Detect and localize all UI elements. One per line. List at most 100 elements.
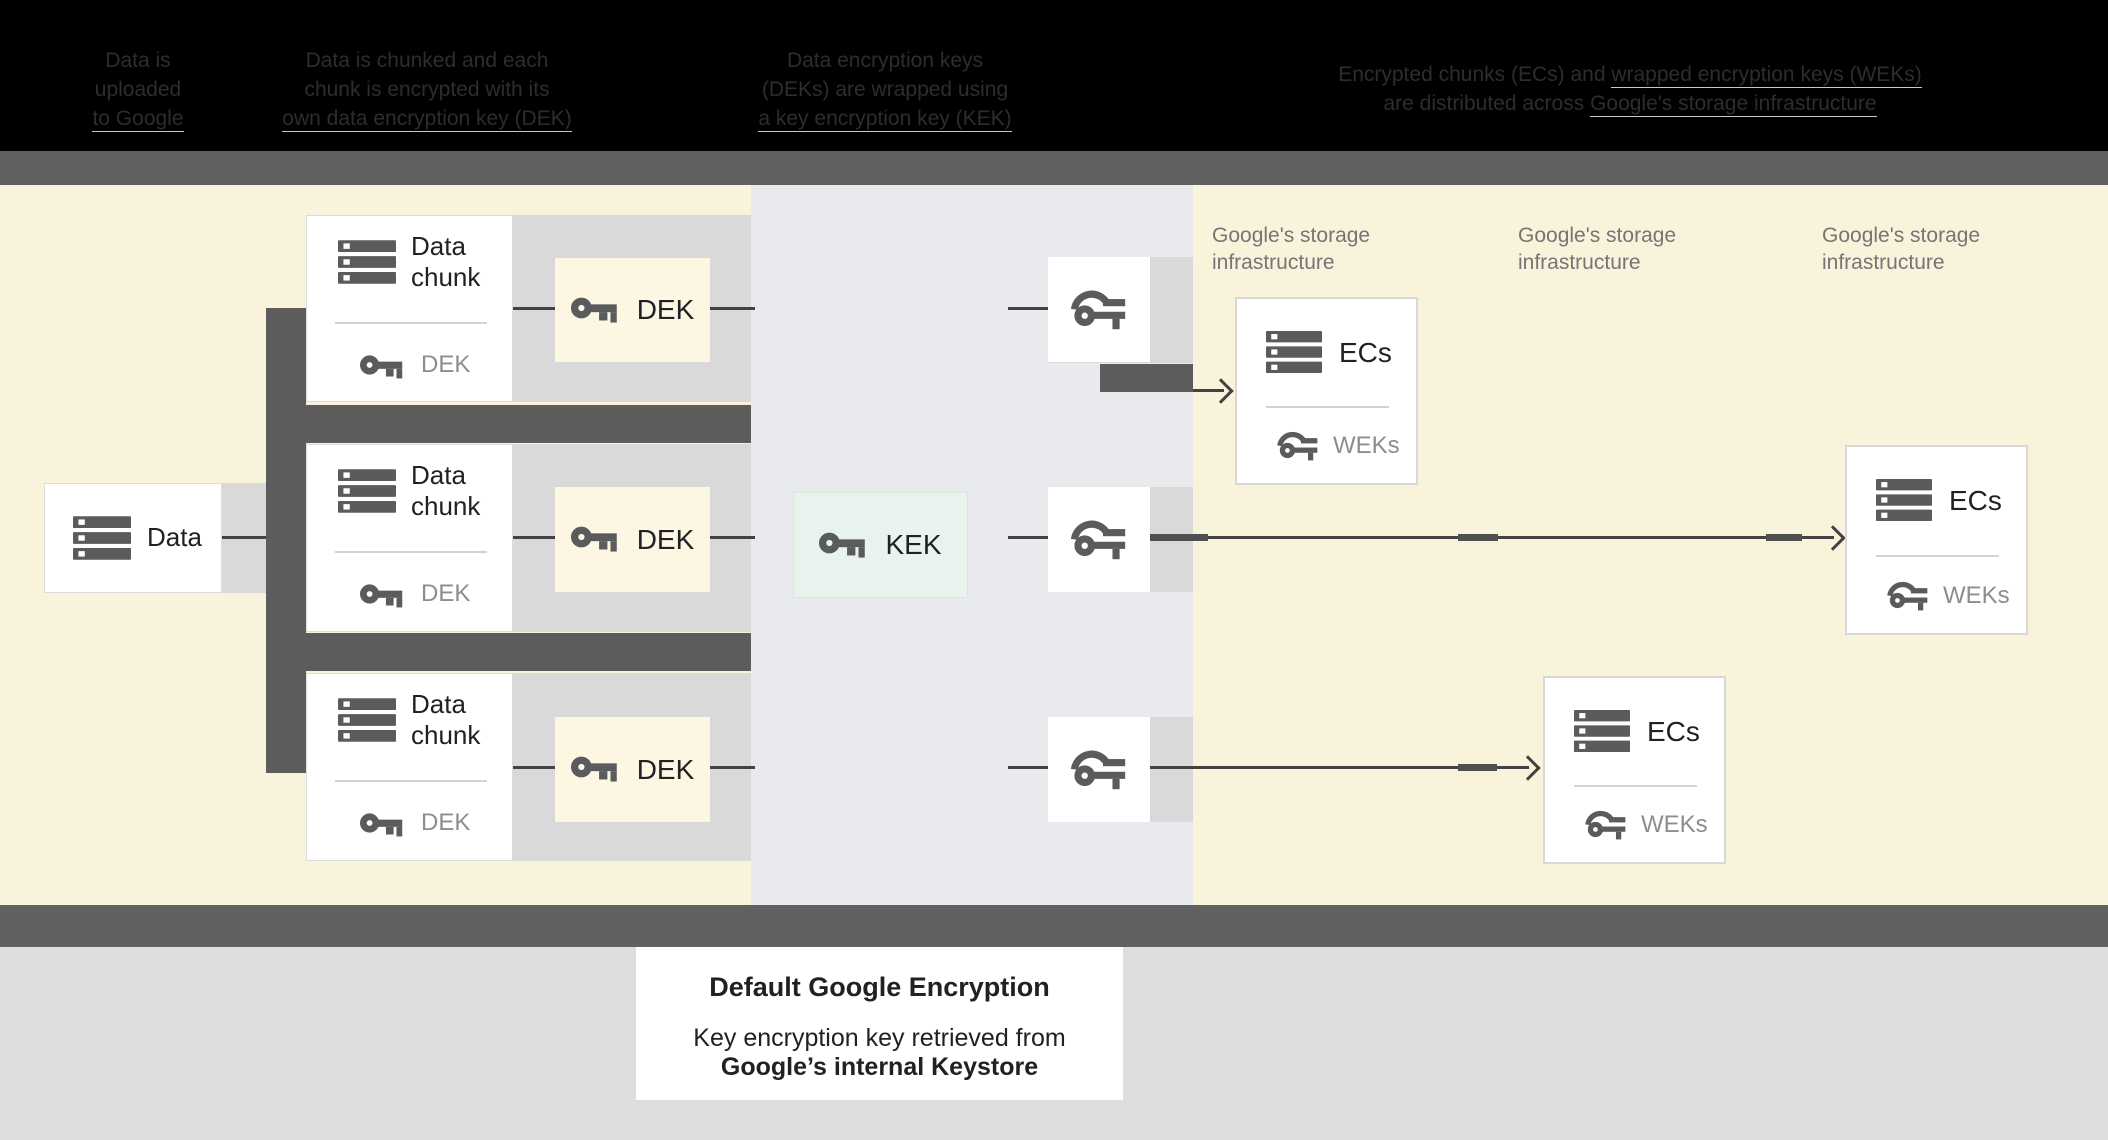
bottom-separator-band [0, 905, 2108, 947]
caption-line-2: Google’s internal Keystore [720, 1053, 1039, 1081]
top-separator-band [0, 151, 2108, 185]
caption-card: Default Google Encryption Key encryption… [636, 947, 1123, 1100]
dek-chip-label: DEK [636, 523, 695, 555]
ecs-box-3: ECs WEKs [1543, 676, 1726, 864]
arrow3-line [1150, 766, 1529, 769]
step3-line1: Data encryption keys [786, 49, 984, 72]
storage-icon [338, 698, 396, 747]
caption-line-1: Key encryption key retrieved from [693, 1024, 1066, 1052]
key-icon [360, 809, 408, 842]
wrapped-key-icon [1068, 744, 1130, 795]
chunk-label: Data chunk [411, 231, 480, 293]
chunk-label-line2: chunk [411, 720, 481, 750]
storage-label-1: Google's storage infrastructure [1212, 222, 1370, 276]
step1-line1: Data is [105, 49, 171, 72]
ecs-weks-label: WEKs [1641, 811, 1708, 838]
wrapped-key-icon [1068, 514, 1130, 565]
arrow2-segment-3 [1766, 534, 1802, 541]
step1-line3: to Google [58, 104, 218, 133]
step4-line1: Encrypted chunks (ECs) and wrapped encry… [1295, 60, 1965, 89]
pipe-horizontal-bar-1 [266, 405, 751, 443]
dek-chip-1: DEK [555, 258, 710, 362]
step1-link: to Google [92, 107, 184, 132]
key-icon [360, 580, 408, 613]
wrapped-key-box-1 [1048, 257, 1150, 362]
connector-dek1-panel [710, 307, 755, 310]
key-icon [570, 293, 623, 328]
key-icon [570, 752, 623, 787]
wrapped-key-icon [1068, 284, 1130, 335]
ecs-divider [1266, 406, 1389, 408]
header-step-1: Data is uploaded to Google [58, 46, 218, 133]
arrow2-segment-1 [1150, 534, 1208, 541]
step3-line3: a key encryption key (KEK) [735, 104, 1035, 133]
storage-icon [338, 469, 396, 518]
dek-chip-label: DEK [636, 753, 695, 785]
key-icon [360, 351, 408, 384]
key-icon [570, 522, 623, 557]
step3-line2: (DEKs) are wrapped using [761, 78, 1009, 101]
chunk-divider [335, 780, 487, 782]
ecs-label: ECs [1949, 485, 2002, 516]
chunk-divider [335, 322, 487, 324]
step3-link: a key encryption key (KEK) [758, 107, 1012, 132]
kek-box: KEK [793, 492, 968, 598]
step4-line2: are distributed across Google's storage … [1295, 89, 1965, 118]
wrapped-key-icon [1885, 577, 1931, 616]
connector-dek2-panel [710, 536, 755, 539]
chunk-box-1: Data chunk DEK [306, 215, 513, 402]
chunk-dek-label: DEK [421, 809, 471, 836]
storage-label-line1: Google's storage [1518, 224, 1677, 247]
storage-icon [338, 240, 396, 289]
header-step-2: Data is chunked and each chunk is encryp… [262, 46, 592, 133]
connector-stub-keybox1 [1008, 307, 1050, 310]
chunk-dek-label: DEK [421, 351, 471, 378]
connector-chunk2-dek2 [513, 536, 555, 539]
wrapped-key-box-3 [1048, 717, 1150, 822]
connector-chunk1-dek1 [513, 307, 555, 310]
wrapped-key-icon [1275, 427, 1321, 466]
storage-label-line2: infrastructure [1822, 251, 1945, 274]
ecs-divider [1876, 555, 1999, 557]
chunk-box-3: Data chunk DEK [306, 673, 513, 861]
wrapped-key-box-2 [1048, 487, 1150, 592]
storage-label-2: Google's storage infrastructure [1518, 222, 1676, 276]
dek-chip-2: DEK [555, 487, 710, 592]
pipe-horizontal-bar-2 [266, 633, 751, 671]
storage-label-line2: infrastructure [1212, 251, 1335, 274]
ecs-box-2: ECs WEKs [1845, 445, 2028, 635]
data-box: Data [44, 483, 222, 593]
kek-label: KEK [885, 529, 942, 560]
arrow2-segment-2 [1458, 534, 1498, 541]
chunk-box-2: Data chunk DEK [306, 444, 513, 632]
step1-line2: uploaded [94, 78, 182, 101]
step4-line2-link: Google's storage infrastructure [1590, 92, 1877, 117]
wrapped-key-icon [1583, 806, 1629, 845]
connector-stub-keybox3 [1008, 766, 1050, 769]
dek-chip-label: DEK [636, 294, 695, 325]
step2-link: own data encryption key (DEK) [282, 107, 572, 132]
storage-icon [1266, 329, 1322, 380]
ecs-weks-label: WEKs [1333, 432, 1400, 459]
step2-line3: own data encryption key (DEK) [262, 104, 592, 133]
connector-chunk3-dek3 [513, 766, 555, 769]
step2-line2: chunk is encrypted with its [304, 78, 550, 101]
storage-icon [73, 516, 131, 565]
header-step-4: Encrypted chunks (ECs) and wrapped encry… [1295, 60, 1965, 118]
chunk-dek-label: DEK [421, 580, 471, 607]
storage-label-line1: Google's storage [1822, 224, 1981, 247]
storage-label-line2: infrastructure [1518, 251, 1641, 274]
chunk-label: Data chunk [411, 460, 480, 522]
chunk-label-line2: chunk [411, 491, 481, 521]
caption-title: Default Google Encryption [709, 972, 1050, 1002]
ecs-label: ECs [1647, 716, 1700, 747]
pipe-vertical-bar [266, 308, 306, 773]
key-icon [819, 528, 871, 563]
connector-dek3-panel [710, 766, 755, 769]
ecs-box-1: ECs WEKs [1235, 297, 1418, 485]
data-box-label: Data [147, 522, 202, 552]
step2-line1: Data is chunked and each [305, 49, 549, 72]
chunk-label-line1: Data [411, 689, 466, 719]
chunk-label-line1: Data [411, 231, 466, 261]
